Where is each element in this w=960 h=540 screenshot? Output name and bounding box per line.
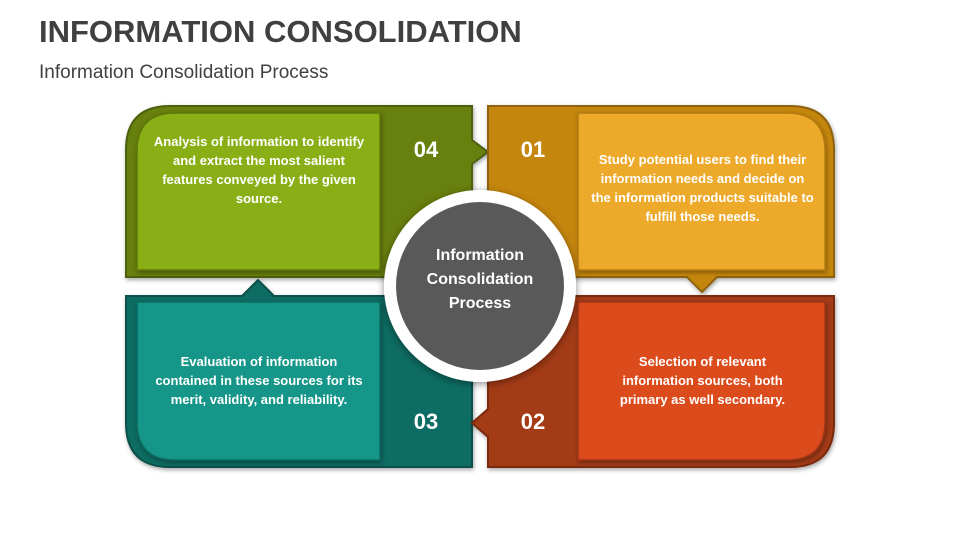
- step-01-panel: [487, 105, 835, 294]
- step-02-number: 02: [520, 409, 546, 434]
- center-label-line-2: Consolidation: [426, 271, 534, 288]
- step-03-description: Evaluation of information contained in t…: [155, 353, 363, 407]
- slide-title: INFORMATION CONSOLIDATION: [39, 14, 522, 49]
- step-01-number: 01: [520, 137, 546, 162]
- slide-subtitle: Information Consolidation Process: [39, 62, 329, 83]
- step-04-number: 04: [413, 137, 439, 162]
- step-02-panel: [470, 295, 835, 468]
- step-03-number: 03: [413, 409, 439, 434]
- step-02-description: Selection of relevant information source…: [619, 353, 786, 407]
- center-label: Information Consolidation Process: [400, 244, 560, 316]
- step-01-description: Study potential users to find their info…: [591, 151, 814, 224]
- step-04-description: Analysis of information to identify and …: [153, 134, 365, 206]
- step-04-panel: [125, 105, 490, 278]
- center-label-line-3: Process: [448, 295, 512, 312]
- step-03-panel: [125, 278, 473, 468]
- center-circle: [384, 190, 576, 382]
- center-label-line-1: Information: [436, 247, 524, 264]
